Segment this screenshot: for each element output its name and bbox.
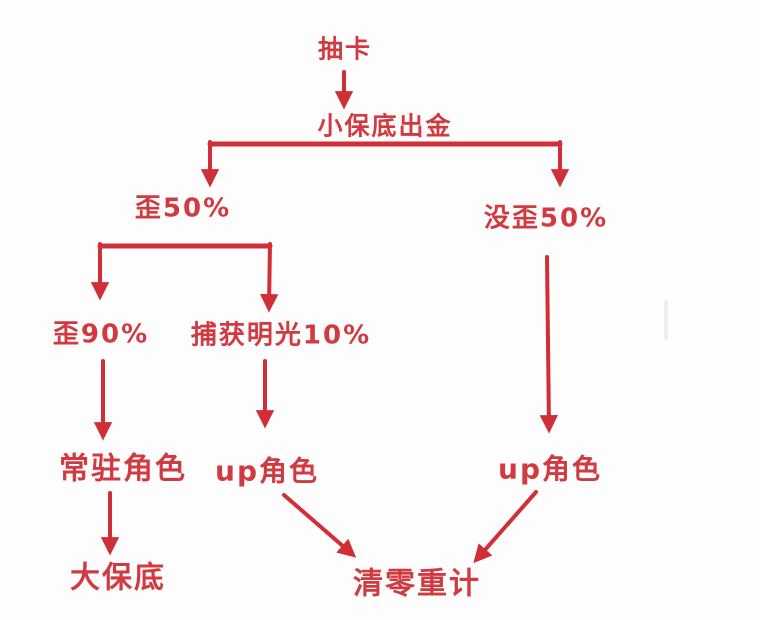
node-win-5050: 没歪50%	[483, 203, 609, 234]
edge-up-mid-to-reset	[282, 493, 357, 558]
node-standard-character: 常驻角色	[59, 451, 187, 487]
node-small-pity: 小保底出金	[317, 111, 453, 141]
node-big-pity: 大保底	[70, 560, 166, 596]
node-reset-counter: 清零重计	[353, 566, 481, 602]
node-draw: 抽卡	[317, 34, 373, 64]
node-lose-5050: 歪50%	[134, 193, 232, 224]
node-lose-90: 歪90%	[52, 319, 150, 350]
node-capture-radiance: 捕获明光10%	[190, 320, 372, 351]
node-up-character-mid: up角色	[215, 454, 319, 488]
node-up-character-right: up角色	[498, 452, 602, 486]
edge-lose5050-to-capture	[260, 242, 279, 313]
edge-win5050-to-up-right	[539, 255, 559, 434]
stray-smudge-mark	[664, 300, 668, 340]
edge-up-right-to-reset	[473, 490, 538, 564]
